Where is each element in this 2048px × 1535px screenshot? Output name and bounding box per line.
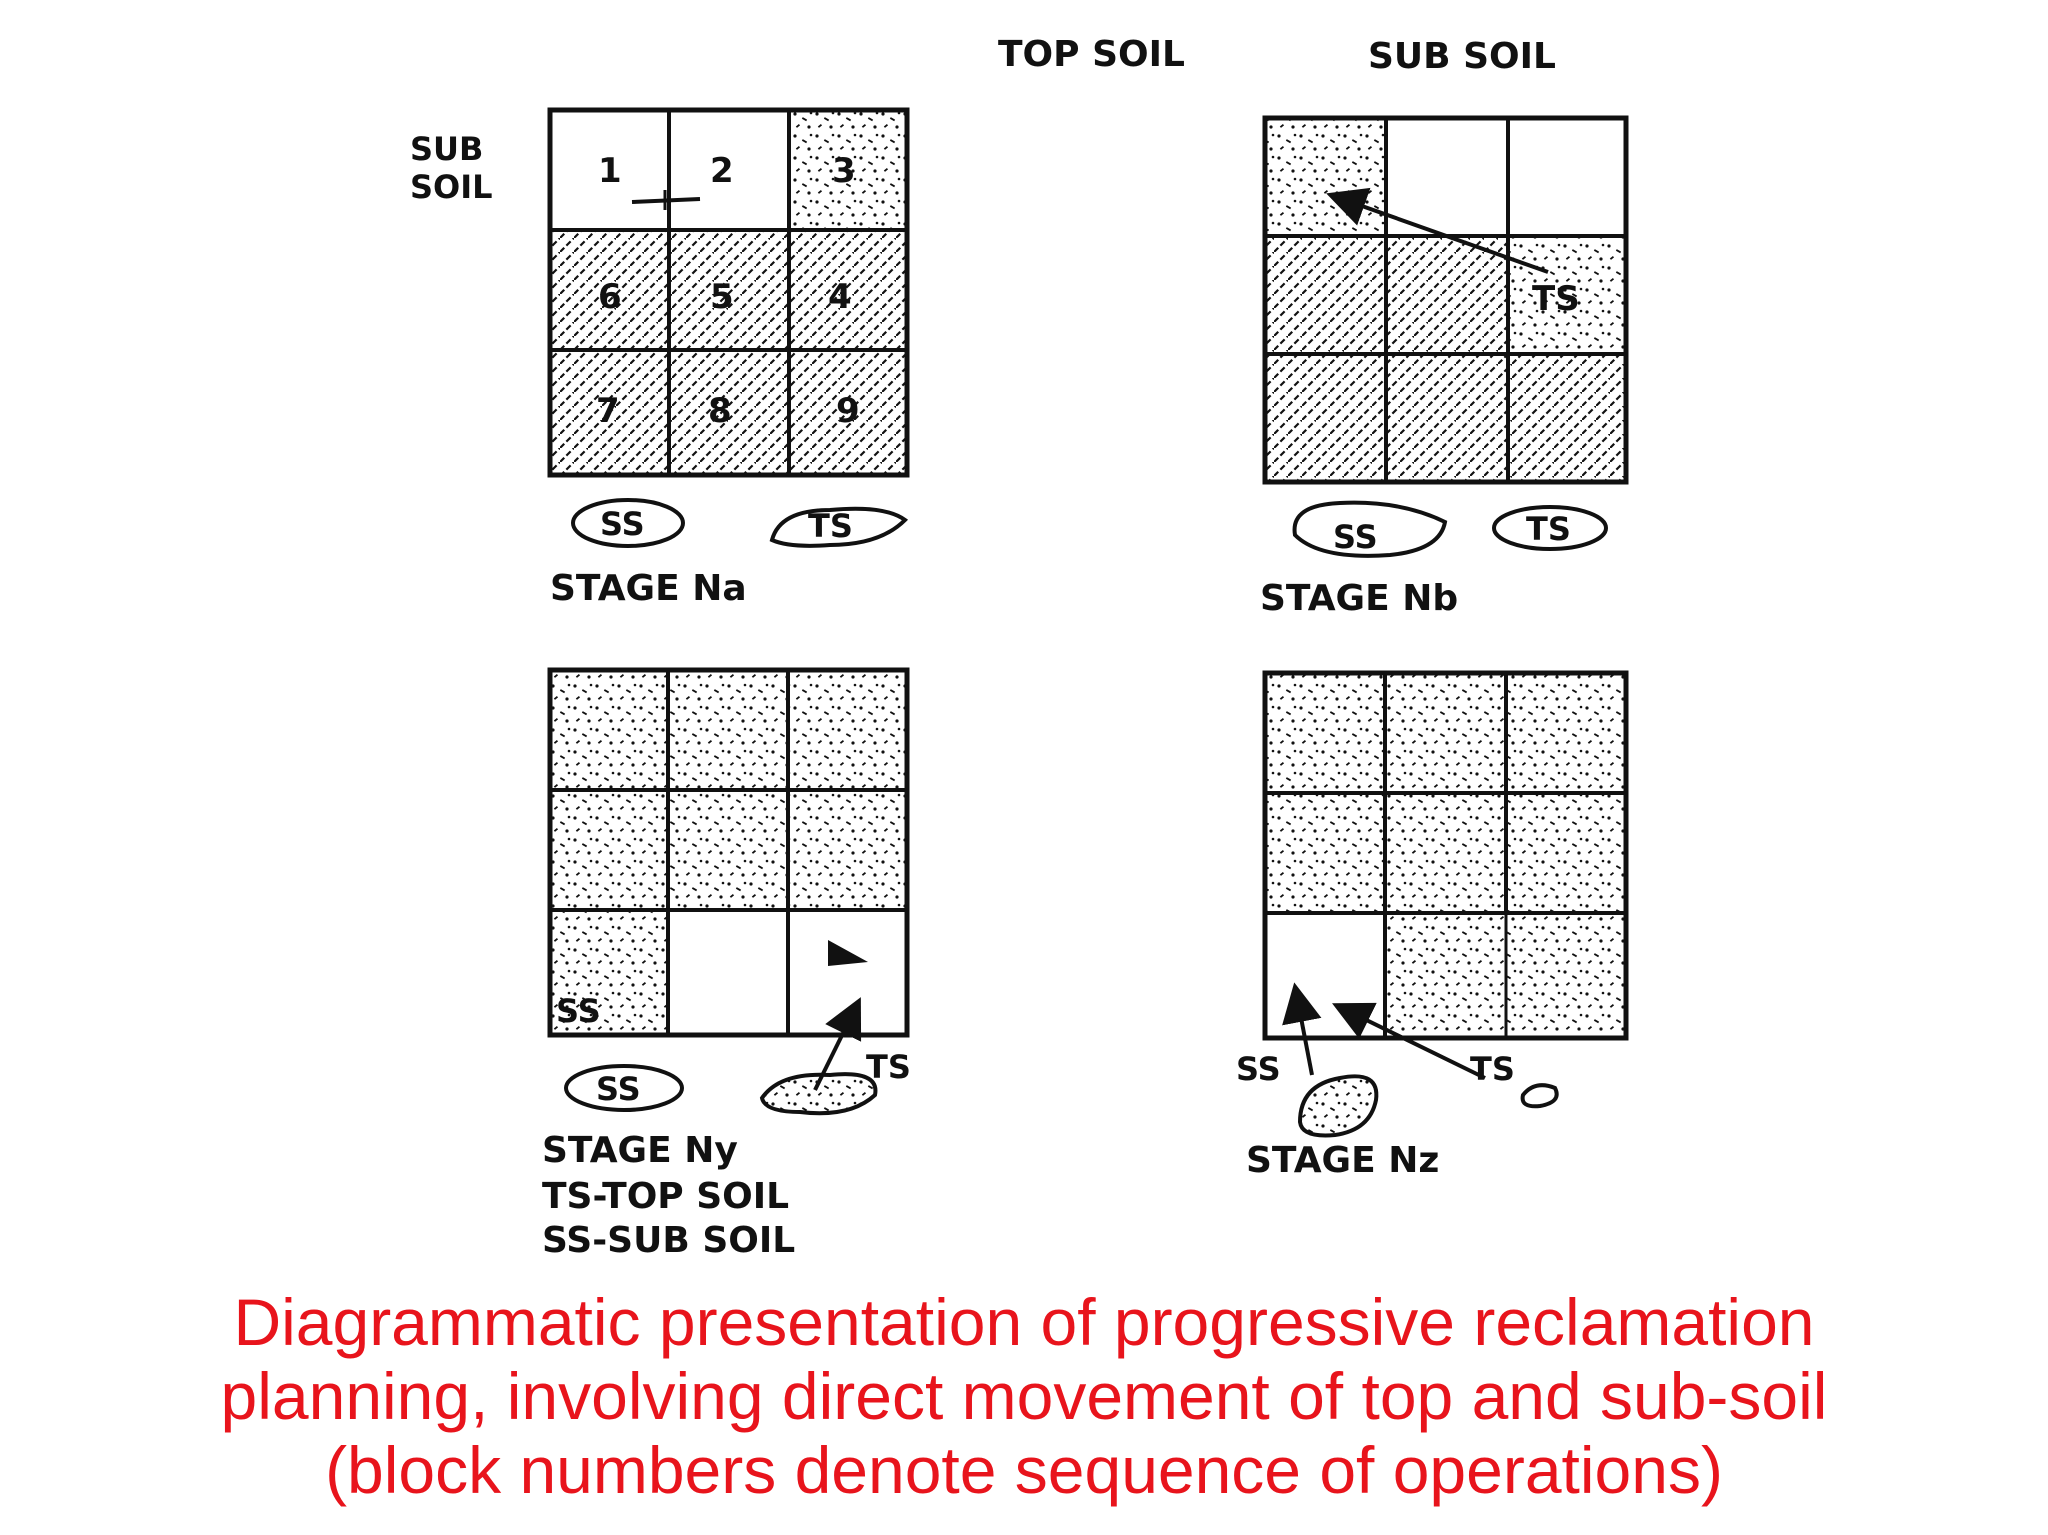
ts-heap: [1492, 505, 1608, 551]
block-6: 6: [598, 277, 622, 317]
stage-ny: STAGE Ny: [542, 1130, 738, 1171]
ss-move-arrow: [1282, 982, 1322, 1076]
caption-line-3: (block numbers denote sequence of operat…: [325, 1433, 1723, 1507]
grid-frame: [1262, 115, 1629, 485]
panel-stage-na: SUB SOIL 1 2 3 6 5 4 7 8 9 SS TS STAGE N…: [410, 107, 910, 609]
side-label-sub: SUB: [410, 130, 483, 168]
svg-text:SS: SS: [600, 505, 645, 543]
header-top-soil: TOP SOIL: [998, 34, 1185, 75]
legend-ts: TS-TOP SOIL: [542, 1176, 789, 1217]
caption-line-1: Diagrammatic presentation of progressive…: [233, 1285, 1815, 1359]
grid-frame: [547, 107, 910, 478]
legend-ss: SS-SUB SOIL: [542, 1220, 795, 1261]
stage-na: STAGE Na: [550, 568, 747, 609]
cell-label-ss: SS: [556, 992, 601, 1030]
ts-label: TS: [1470, 1050, 1515, 1088]
ts-move-arrow: [1332, 1002, 1486, 1080]
side-label-soil: SOIL: [410, 168, 493, 206]
block-5: 5: [710, 277, 734, 317]
ss-label: SS: [1236, 1050, 1281, 1088]
block-4: 4: [828, 277, 852, 317]
block-8: 8: [708, 391, 732, 431]
wedge-mark: [828, 940, 868, 966]
panel-stage-ny: SS TS SS STAGE Ny TS-TOP SOIL SS-SUB SOI…: [542, 667, 911, 1261]
ss-heap: [564, 1064, 684, 1112]
ts-move-arrow: [1326, 187, 1549, 274]
grid-fill-hatch: [550, 230, 907, 475]
ts-arrow-label: TS: [1532, 279, 1580, 319]
block-7: 7: [596, 391, 620, 431]
stage-nz: STAGE Nz: [1246, 1140, 1439, 1181]
ts-heap: [769, 506, 909, 548]
block-3: 3: [832, 151, 856, 191]
svg-text:SS: SS: [1333, 518, 1378, 556]
ss-heap: [571, 498, 685, 548]
panel-stage-nb: TS SS TS STAGE Nb: [1260, 115, 1629, 619]
figure-caption: Diagrammatic presentation of progressive…: [0, 1285, 2048, 1507]
grid-fill-stipple: [790, 110, 907, 230]
block-9: 9: [836, 391, 860, 431]
ss-heap: [1292, 500, 1448, 558]
svg-text:TS: TS: [808, 507, 853, 545]
block-1: 1: [598, 151, 622, 191]
reclamation-diagram: TOP SOIL SUB SOIL SUB SOIL 1 2 3 6 5 4 7…: [410, 34, 1629, 1261]
panel-stage-nz: SS TS STAGE Nz: [1236, 670, 1629, 1181]
ts-arrow-label: TS: [866, 1048, 911, 1086]
ss-heap: [1297, 1074, 1379, 1138]
block-2: 2: [710, 151, 734, 191]
svg-text:TS: TS: [1526, 510, 1571, 548]
caption-line-2: planning, involving direct movement of t…: [220, 1359, 1828, 1433]
stage-nb: STAGE Nb: [1260, 578, 1458, 619]
header-sub-soil: SUB SOIL: [1368, 36, 1556, 77]
grid-frame: [1262, 670, 1629, 1041]
ts-heap: [759, 1072, 878, 1116]
grid-frame: [547, 667, 910, 1038]
svg-text:SS: SS: [596, 1070, 641, 1108]
ts-heap: [1520, 1083, 1559, 1109]
